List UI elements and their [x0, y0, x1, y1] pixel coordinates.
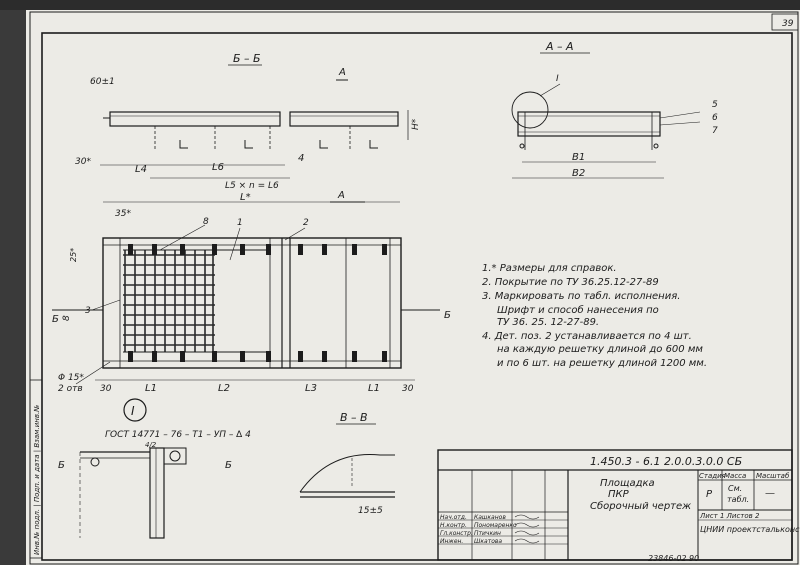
person-2: Птичкин: [474, 530, 501, 537]
role-0: Нач.отд.: [440, 514, 467, 521]
note-3a: 3. Маркировать по табл. исполнения.: [482, 290, 680, 302]
label-2: 2: [303, 218, 309, 228]
section-mark-b2: Б: [225, 460, 232, 471]
plan-view: [102, 237, 402, 369]
mass-value-1: См.: [728, 484, 742, 493]
sheet-corner-box: [771, 13, 799, 31]
product-name-1: Площадка: [600, 478, 655, 489]
section-aa-view: [511, 83, 701, 150]
dim-35: 35*: [115, 209, 131, 219]
section-mark-b1: Б: [58, 460, 65, 471]
dim-h: Н*: [411, 118, 421, 130]
person-0: Кашканов: [474, 514, 506, 521]
label-5: 5: [712, 100, 718, 110]
margin-stamp-text: Инв.№ подл. | Подп. и дата | Взам.инв.№: [33, 405, 41, 555]
mass-value-2: табл.: [727, 495, 749, 504]
person-3: Шкатова: [474, 538, 502, 545]
section-vv-view: [299, 453, 395, 498]
grating-mesh: [123, 250, 215, 352]
hdr-stage: Стадия: [699, 472, 726, 480]
scale-value: —: [765, 488, 775, 499]
dim-l5-formula: L5 × n = L6: [225, 181, 279, 191]
outer-frame: [29, 11, 799, 565]
dim-15: 15±5: [358, 506, 383, 516]
note-3b: Шрифт и способ нанесения по: [497, 304, 659, 316]
weld-spec: ГОСТ 14771 – 76 – Т1 – УП – ∆ 4: [105, 430, 251, 440]
label-4: 4: [298, 153, 304, 164]
hole-qty: 2 отв: [58, 384, 83, 394]
label-6: 6: [712, 113, 718, 123]
signature-0: [514, 514, 540, 520]
person-1: Пономаренко: [474, 522, 517, 529]
section-mark-b-right: Б: [444, 310, 451, 321]
product-name-2: ПКР: [608, 489, 630, 500]
corner-mark: 39: [782, 19, 794, 29]
notes-block: 1.* Размеры для справок. 2. Покрытие по …: [482, 263, 707, 369]
label-8: 8: [203, 217, 209, 227]
note-4b: на каждую решетку длиной до 600 мм: [497, 344, 703, 355]
dim-25: 25*: [69, 248, 78, 262]
stage-value: Р: [706, 489, 713, 500]
plan-mark-a: А: [337, 190, 345, 201]
dim-lstar: L*: [240, 192, 251, 203]
dim-60: 60±1: [90, 77, 115, 87]
label-3: 3: [85, 306, 91, 316]
archive-number: 23846-02 90: [648, 554, 699, 563]
dim-b1: В1: [572, 152, 585, 163]
role-1: Н.контр.: [440, 522, 467, 529]
inner-frame: [41, 32, 793, 561]
dim-l3: L3: [305, 383, 317, 394]
dim-b2: В2: [572, 168, 585, 179]
org-1: ЦНИИ проектстальконструкция: [700, 525, 800, 534]
detail-i-mark: I: [556, 74, 559, 84]
hole-dia: Φ 15*: [58, 373, 84, 383]
drawing-type: Сборочный чертеж: [590, 500, 691, 512]
note-2: 2. Покрытие по ТУ 36.25.12-27-89: [482, 277, 659, 288]
section-aa-mark: А: [338, 67, 346, 78]
dim-l6: L6: [212, 162, 224, 173]
dim-l1-right: L1: [368, 383, 380, 394]
dim-l2: L2: [218, 383, 230, 394]
dim-8: 8: [62, 315, 72, 321]
label-7: 7: [712, 126, 718, 136]
note-4a: 4. Дет. поз. 2 устанавливается по 4 шт.: [482, 331, 692, 342]
hdr-scale: Масштаб: [756, 472, 790, 480]
hdr-mass: Масса: [724, 472, 746, 480]
signature-1: [514, 522, 540, 528]
detail-i-view: [79, 447, 187, 539]
role-2: Гл.констр.: [440, 530, 473, 537]
signature-2: [514, 530, 540, 536]
dim-l4: L4: [135, 164, 147, 175]
dim-30-right: 30: [402, 384, 414, 394]
detail-i-label: I: [131, 404, 135, 418]
label-1: 1: [237, 218, 243, 228]
signature-3: [514, 538, 540, 544]
section-bb-title: Б – Б: [233, 52, 261, 65]
section-aa-title: А – А: [545, 40, 574, 53]
margin-stamp: [29, 379, 43, 559]
section-mark-b-left: Б: [52, 314, 59, 325]
dim-30-left: 30: [100, 384, 112, 394]
section-vv-title: В – В: [340, 411, 368, 424]
note-4c: и по 6 шт. на решетку длиной 1200 мм.: [497, 358, 707, 369]
note-3c: ТУ 36. 25. 12-27-89.: [497, 317, 599, 328]
detail-i-circle: [123, 398, 147, 422]
dim-30: 30*: [75, 157, 91, 167]
dim-l1-left: L1: [145, 383, 157, 394]
side-elevation: [103, 111, 399, 150]
title-block: 1.450.3 - 6.1 2.0.0.3.0.0 СБ Площадка ПК…: [437, 449, 800, 561]
note-1: 1.* Размеры для справок.: [482, 263, 617, 274]
doc-code: 1.450.3 - 6.1 2.0.0.3.0.0 СБ: [590, 455, 742, 468]
sheet-info: Лист 1 Листов 2: [699, 512, 760, 520]
weld-size: 4/2: [145, 441, 157, 449]
role-3: Инжен.: [440, 538, 463, 545]
scan-shadow-top: [0, 0, 800, 10]
scan-shadow-left: [0, 0, 26, 565]
